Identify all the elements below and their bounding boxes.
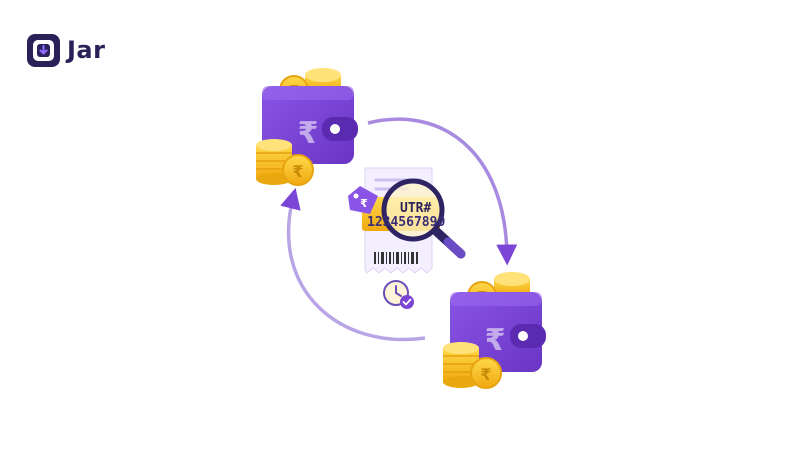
svg-text:₹: ₹ (485, 323, 506, 358)
magnifier-icon (381, 178, 466, 259)
coin-stack-icon: ₹ (443, 342, 502, 389)
svg-text:₹: ₹ (480, 365, 491, 384)
cycle-arrow-icon (280, 117, 518, 342)
jar-logo-icon (27, 33, 60, 67)
utr-label: UTR# (400, 201, 431, 216)
svg-text:₹: ₹ (360, 197, 368, 210)
checkmark-icon (400, 295, 414, 309)
wallet-icon: ₹ ₹ ₹ (256, 68, 358, 186)
brand-name: Jar (67, 36, 106, 64)
price-tag-icon: ₹ (348, 186, 378, 214)
svg-text:₹: ₹ (292, 162, 303, 181)
utr-number: 1234567890 (367, 215, 445, 230)
svg-text:₹: ₹ (298, 116, 319, 151)
coin-stack-icon: ₹ (256, 139, 314, 186)
brand-logo: Jar (27, 33, 105, 67)
wallet-icon: ₹ ₹ ₹ (443, 272, 546, 389)
barcode-icon (374, 252, 418, 264)
